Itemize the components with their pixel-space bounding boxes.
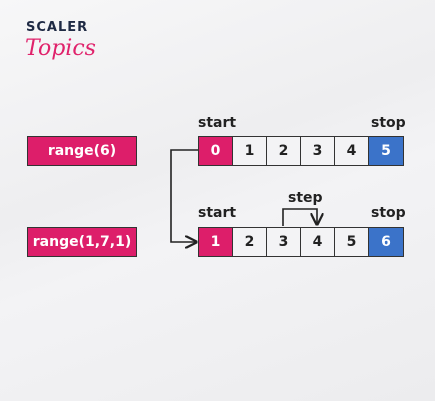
stop-label-1: stop [371,115,406,131]
cell-1-5: 5 [369,137,403,165]
logo-scaler: SCALER [26,20,89,35]
cell-2-4: 5 [335,228,369,256]
cell-1-4: 4 [335,137,369,165]
step-arrow [282,208,317,226]
range-call-2: range(1,7,1) [27,227,137,257]
cell-2-2: 3 [267,228,301,256]
range-call-1: range(6) [27,136,137,166]
step-label: step [288,190,323,206]
cell-1-0: 0 [199,137,233,165]
cell-2-1: 2 [233,228,267,256]
start-label-2: start [198,205,237,221]
cell-1-3: 3 [301,137,335,165]
start-label-1: start [198,115,237,131]
connector-arrow [170,149,198,242]
cell-1-2: 2 [267,137,301,165]
cell-2-5: 6 [369,228,403,256]
range-row-2: 1 2 3 4 5 6 [198,227,404,257]
stop-label-2: stop [371,205,406,221]
range-row-1: 0 1 2 3 4 5 [198,136,404,166]
logo-topics: Topics [25,36,96,61]
cell-2-0: 1 [199,228,233,256]
cell-1-1: 1 [233,137,267,165]
cell-2-3: 4 [301,228,335,256]
